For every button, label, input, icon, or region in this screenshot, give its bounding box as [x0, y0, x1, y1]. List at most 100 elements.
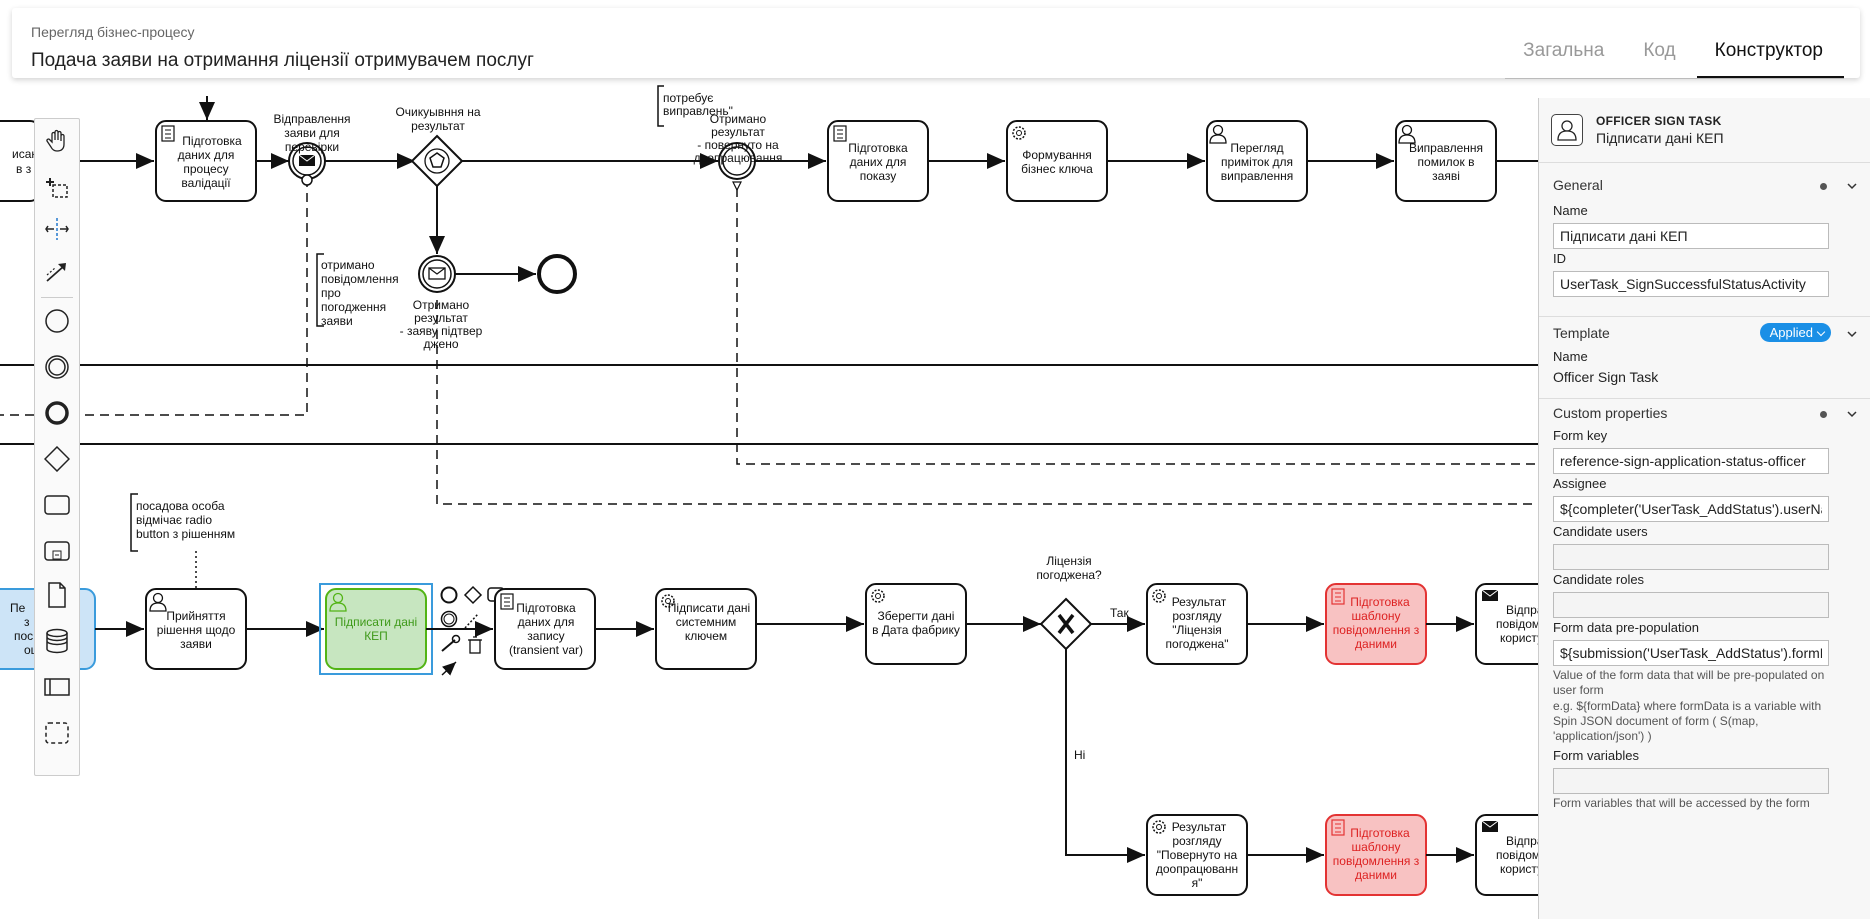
task-label: Відправ	[1506, 834, 1538, 848]
script-icon	[161, 125, 175, 142]
group-title[interactable]: Custom properties	[1553, 405, 1668, 421]
group-custom-properties: Custom properties Form key Assignee Cand…	[1539, 398, 1870, 920]
gateway-icon[interactable]	[43, 445, 71, 473]
subprocess-icon[interactable]	[43, 537, 71, 565]
task-label: повідомлення з	[1333, 854, 1420, 868]
task-icon[interactable]	[43, 491, 71, 519]
task-label: процесу	[183, 162, 228, 176]
tab-general[interactable]: Загальна	[1523, 40, 1605, 61]
end-event-icon[interactable]	[43, 399, 71, 427]
intermediate-event-icon[interactable]	[43, 353, 71, 381]
connect-icon[interactable]	[441, 661, 457, 676]
tab-constructor[interactable]: Конструктор	[1696, 32, 1844, 78]
pool-icon[interactable]	[43, 673, 71, 701]
connect-tool-icon[interactable]	[43, 257, 71, 285]
field-label: Form variables	[1553, 748, 1639, 763]
annotation-text: посадова особа	[136, 499, 225, 513]
field-description: e.g. ${formData} where formData is a var…	[1553, 699, 1822, 743]
event-gateway[interactable]	[410, 134, 464, 188]
sequence-flow[interactable]	[1065, 649, 1145, 863]
message-catch-event[interactable]	[418, 255, 456, 293]
task-label: даних для	[518, 615, 575, 629]
user-icon	[149, 592, 167, 612]
message-flow[interactable]	[0, 178, 308, 416]
event-label: джено	[423, 337, 458, 351]
name-input[interactable]	[1553, 223, 1829, 249]
task-label: повідомлення з	[1333, 623, 1420, 637]
trash-icon[interactable]	[469, 639, 481, 654]
data-object-icon[interactable]	[43, 581, 71, 609]
task-label: виправлення	[1221, 169, 1293, 183]
append-end-event-icon[interactable]	[440, 586, 458, 604]
properties-header: OFFICER SIGN TASK Підписати дані КЕП	[1539, 98, 1870, 163]
assignee-input[interactable]	[1553, 496, 1829, 522]
tab-code[interactable]: Код	[1643, 40, 1676, 61]
chevron-down-icon[interactable]	[1847, 409, 1857, 419]
tool-palette	[34, 118, 80, 776]
gateway-label: Ліцензія	[1046, 554, 1091, 568]
task-label: даних для	[178, 148, 235, 162]
association-icon[interactable]	[464, 613, 479, 629]
event-label: результат	[414, 311, 468, 325]
message-throw-event[interactable]	[288, 142, 326, 186]
prepopulation-input[interactable]	[1553, 640, 1829, 666]
event-label: Відправлення	[273, 112, 350, 126]
start-event-icon[interactable]	[43, 307, 71, 335]
task-notify-ok[interactable]	[1475, 583, 1538, 665]
applied-badge[interactable]: Applied	[1759, 323, 1831, 342]
event-label: перевірки	[285, 140, 339, 154]
group-title[interactable]: Template	[1553, 325, 1610, 341]
gateway-label: Очикуывння на	[395, 105, 480, 119]
task-label: "Ліцензія	[1172, 623, 1222, 637]
event-label: результат	[711, 125, 765, 139]
field-label: Form key	[1553, 428, 1608, 443]
text-annotation[interactable]	[130, 493, 138, 552]
task-label: системним	[676, 615, 737, 629]
message-flow[interactable]	[736, 188, 1538, 465]
task-label: Формування	[1022, 148, 1092, 162]
form-variables-input[interactable]	[1553, 768, 1829, 794]
user-icon	[329, 592, 347, 612]
task-notify-return[interactable]	[1475, 814, 1538, 896]
message-flow[interactable]	[436, 300, 1538, 505]
end-event[interactable]	[537, 254, 577, 294]
space-tool-icon[interactable]	[43, 215, 71, 243]
text-annotation[interactable]	[316, 253, 324, 327]
annotation-text: заяви	[321, 314, 353, 328]
group-icon[interactable]	[43, 719, 71, 747]
task-label: Зберегти дані	[878, 609, 955, 623]
data-store-icon[interactable]	[43, 627, 71, 655]
task-label: Підготовка	[1350, 595, 1410, 609]
flow-label: Так	[1110, 606, 1129, 620]
task-label: Підготовка	[182, 134, 242, 148]
exclusive-gateway[interactable]	[1039, 597, 1093, 651]
candidate-roles-input[interactable]	[1553, 592, 1829, 618]
task-label: "Повернуто на	[1157, 848, 1238, 862]
id-input[interactable]	[1553, 271, 1829, 297]
task-label: Відправ	[1506, 603, 1538, 617]
task-label: Результат	[1172, 595, 1227, 609]
hand-tool-icon[interactable]	[43, 127, 71, 155]
task-label: Підготовка	[516, 601, 576, 615]
text-annotation[interactable]	[657, 85, 664, 127]
task-label: помилок в	[1418, 155, 1475, 169]
template-name: Officer Sign Task	[1553, 369, 1659, 385]
task-label: шаблону	[1351, 609, 1400, 623]
task-sign-system[interactable]	[655, 588, 757, 670]
bpmn-canvas[interactable]: исан в з Підготовка даних для процесу ва…	[0, 80, 1538, 919]
group-title[interactable]: General	[1553, 177, 1603, 193]
append-gateway-icon[interactable]	[463, 585, 483, 605]
chevron-down-icon[interactable]	[1847, 329, 1857, 339]
bpmn-diagram[interactable]: исан в з Підготовка даних для процесу ва…	[0, 80, 1538, 919]
task-label: погоджена"	[1166, 637, 1229, 651]
chevron-down-icon[interactable]	[1847, 181, 1857, 191]
candidate-users-input[interactable]	[1553, 544, 1829, 570]
user-icon	[1209, 124, 1227, 144]
annotation-text: погодження	[321, 300, 386, 314]
form-key-input[interactable]	[1553, 448, 1829, 474]
envelope-icon	[1481, 820, 1499, 832]
flow-label: Ні	[1074, 748, 1085, 762]
lasso-tool-icon[interactable]	[43, 173, 71, 201]
script-icon	[1331, 819, 1345, 836]
user-task-icon	[1551, 114, 1583, 146]
